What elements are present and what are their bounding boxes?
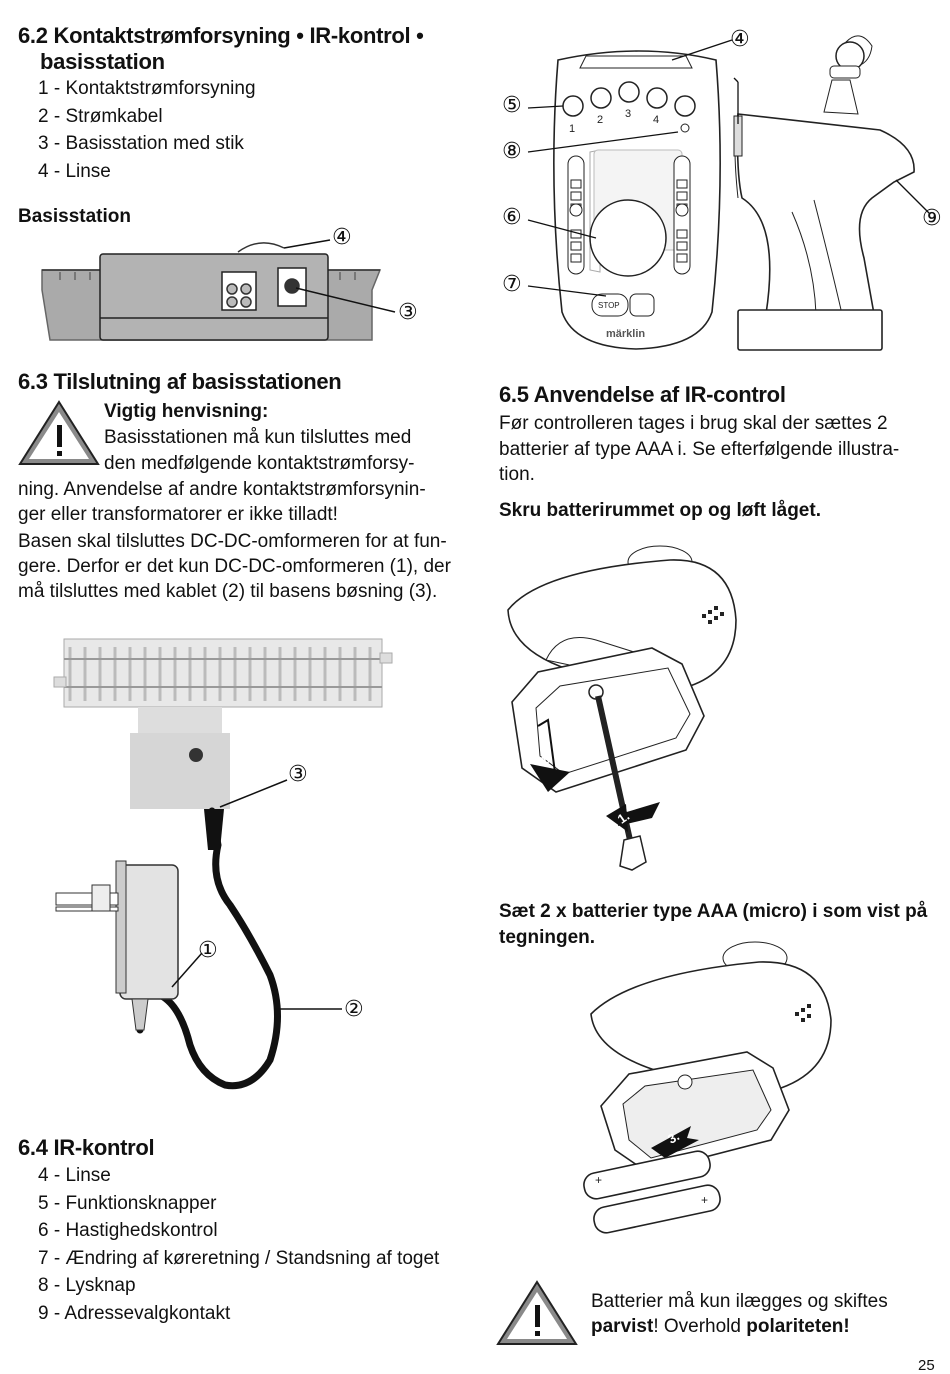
body-line: gere. Derfor er det kun DC-DC-omformeren… xyxy=(18,556,451,577)
page-number: 25 xyxy=(918,1357,935,1374)
warning-line: Basisstationen må kun tilsluttes med xyxy=(104,427,412,448)
list-item: 4 - Linse xyxy=(38,160,111,182)
callout-8-light-button: ⑧ xyxy=(502,139,522,164)
callout-4-base: ④ xyxy=(332,225,352,250)
section-6-4-title: 6.4 IR-kontrol xyxy=(18,1135,155,1160)
section-6-5-title: 6.5 Anvendelse af IR-control xyxy=(499,382,786,407)
step-2-instruction-cont: tegningen. xyxy=(499,927,596,948)
warning-heading: Vigtig henvisning: xyxy=(104,401,269,422)
insert-batteries-illustration: + + xyxy=(583,941,832,1234)
callout-3-base: ③ xyxy=(398,300,418,325)
list-item: 9 - Adressevalgkontakt xyxy=(38,1302,231,1324)
warning-icon xyxy=(496,1280,578,1345)
basisstation-label: Basisstation xyxy=(18,206,131,227)
brand-logo: märklin xyxy=(606,328,645,340)
battery-warning-line: Batterier må kun ilægges og skiftes xyxy=(591,1291,888,1312)
callout-1-supply: ① xyxy=(198,938,218,963)
list-item: 1 - Kontaktstrømforsyning xyxy=(38,78,256,99)
callout-2-cable: ② xyxy=(344,997,364,1022)
open-battery-compartment-illustration xyxy=(507,545,737,871)
list-item: 6 - Hastighedskontrol xyxy=(38,1220,218,1241)
ir-remote-illustration: 1 2 3 4 STOP märklin xyxy=(527,35,931,351)
callout-4-lens: ④ xyxy=(730,27,750,52)
warning-icon xyxy=(18,400,100,465)
callout-7-direction: ⑦ xyxy=(502,272,522,297)
warning-line: ning. Anvendelse af andre kontaktstrømfo… xyxy=(18,479,426,500)
battery-plus-sign: + xyxy=(595,1173,602,1187)
warning-line: den medfølgende kontaktstrømforsy- xyxy=(104,453,415,474)
body-line: Basen skal tilsluttes DC-DC-omformeren f… xyxy=(18,531,447,552)
list-item: 2 - Strømkabel xyxy=(38,105,163,127)
body-line: Før controlleren tages i brug skal der s… xyxy=(499,413,888,434)
step-1-instruction: Skru batterirummet op og løft låget. xyxy=(499,500,821,521)
body-line: batterier af type AAA i. Se efterfølgend… xyxy=(499,439,900,460)
parts-list-6-4: 4 - Linse 5 - Funktionsknapper 6 - Hasti… xyxy=(18,1162,439,1327)
connection-illustration xyxy=(53,638,393,1090)
list-item: 7 - Ændring af køreretning / Standsning … xyxy=(38,1247,440,1269)
battery-plus-sign: + xyxy=(701,1193,708,1207)
battery-warning-line: parvist! Overhold polariteten! xyxy=(591,1314,850,1340)
callout-5-function-buttons: ⑤ xyxy=(502,93,522,118)
body-line: må tilsluttes med kablet (2) til basens … xyxy=(18,581,438,602)
warning-emphasis: parvist xyxy=(591,1316,654,1337)
fn-button-number: 4 xyxy=(653,114,659,126)
body-line: tion. xyxy=(499,464,535,485)
warning-text: ! Overhold xyxy=(653,1316,747,1337)
callout-3-cable: ③ xyxy=(288,762,308,787)
step-2-instruction: Sæt 2 x batterier type AAA (micro) i som… xyxy=(499,901,928,922)
section-6-3-title: 6.3 Tilslutning af basisstationen xyxy=(18,369,342,394)
section-6-2-title-cont: basisstation xyxy=(40,49,165,74)
warning-line: ger eller transformatorer er ikke tillad… xyxy=(18,504,338,525)
fn-button-number: 3 xyxy=(625,108,631,120)
fn-button-number: 1 xyxy=(569,123,575,135)
section-6-2-title: 6.2 Kontaktstrømforsyning • IR-kontrol • xyxy=(18,23,424,48)
warning-emphasis: polariteten! xyxy=(746,1316,850,1337)
list-item: 8 - Lysknap xyxy=(38,1275,136,1296)
callout-6-speed-control: ⑥ xyxy=(502,205,522,230)
fn-button-number: 2 xyxy=(597,114,603,126)
stop-label: STOP xyxy=(598,301,620,310)
callout-9-address: ⑨ xyxy=(922,206,942,231)
list-item: 3 - Basisstation med stik xyxy=(38,133,244,154)
list-item: 5 - Funktionsknapper xyxy=(38,1192,217,1214)
list-item: 4 - Linse xyxy=(38,1165,111,1186)
parts-list-6-2: 1 - Kontaktstrømforsyning 2 - Strømkabel… xyxy=(18,75,256,185)
